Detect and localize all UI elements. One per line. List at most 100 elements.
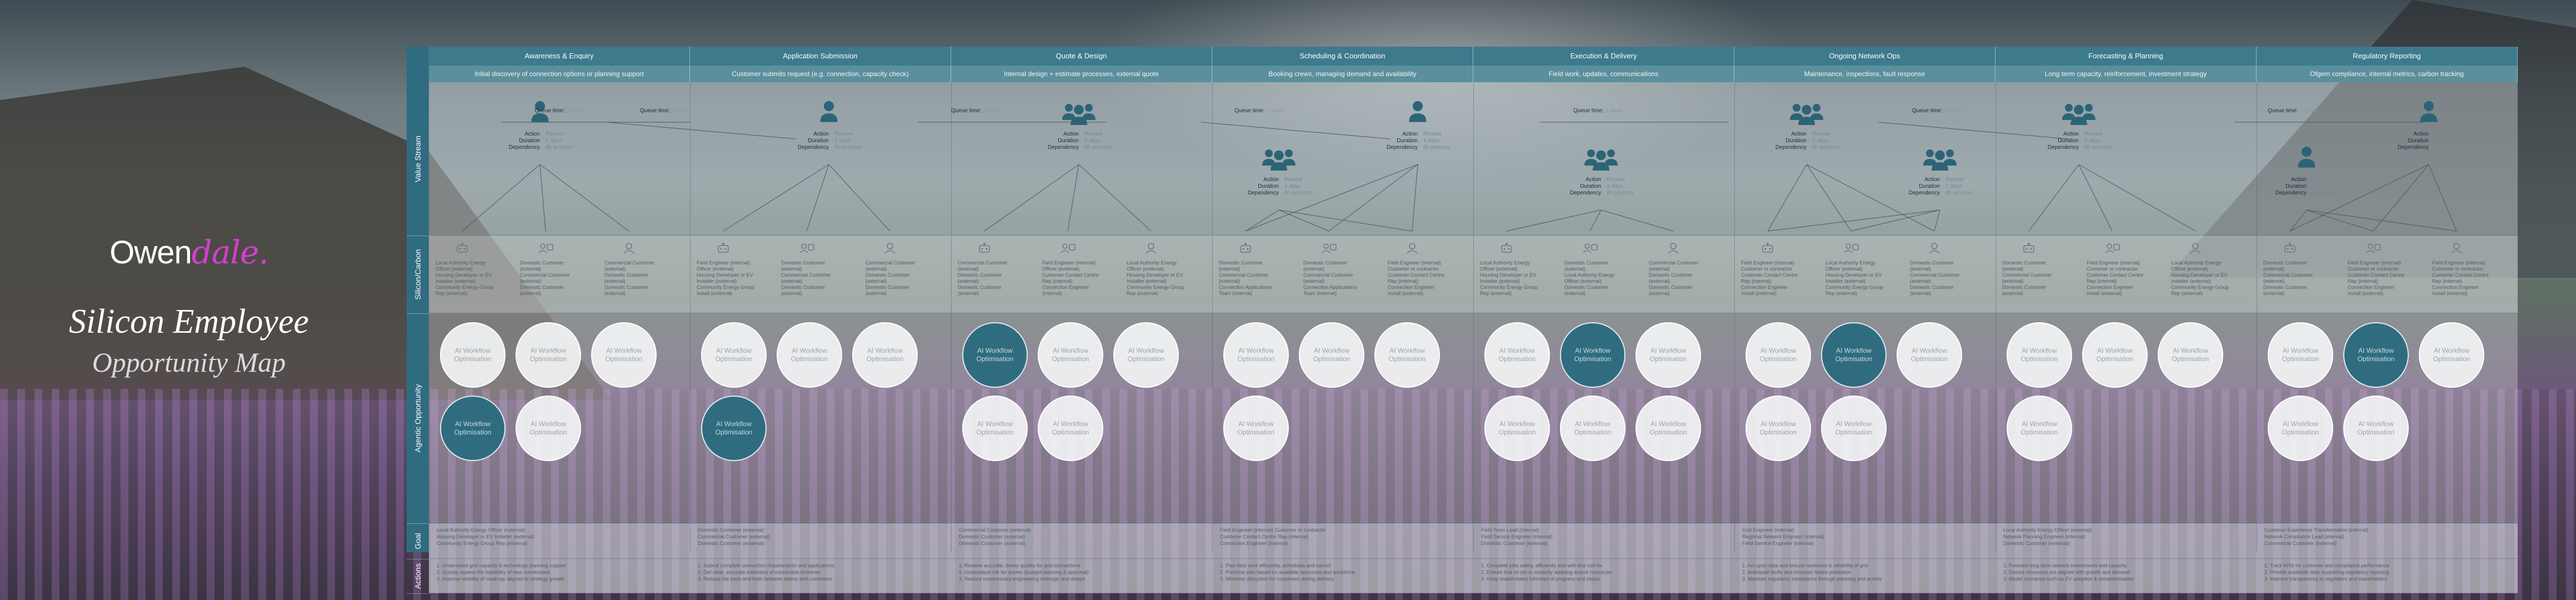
phase-divider <box>690 82 691 552</box>
role-line: Rep (internal) <box>2348 278 2378 284</box>
queue-time: Queue time:1 days <box>640 108 689 114</box>
process-step[interactable]: Action Duration Dependency Review 1 days… <box>1557 143 1651 204</box>
row-label-value-stream: Value Stream <box>407 82 429 236</box>
process-step[interactable]: Action Duration Dependency Review 1 days… <box>1373 98 1468 159</box>
role-line: Commercial Customer <box>781 272 831 278</box>
goal-line: Network Planning Engineer (internal) <box>2003 534 2085 539</box>
phase-header: Awareness & Enquiry <box>429 47 690 66</box>
process-step[interactable]: Action Duration Dependency Review 1 days… <box>2384 98 2479 159</box>
circle-line2: Optimisation <box>2433 355 2470 363</box>
role-line: Connection Engineer <box>1388 284 1435 290</box>
action-label: Action <box>1791 131 1807 137</box>
process-step[interactable]: Action Duration Dependency Review 1 days… <box>1034 98 1129 159</box>
robot-icon <box>1759 241 1776 254</box>
role-line: Connection Engineer <box>1741 284 1788 290</box>
dependency-value: 8h process <box>1945 190 1973 196</box>
role-line: Install (external) <box>1741 291 1777 296</box>
dependency-value: 8h process <box>1812 144 1839 151</box>
queue-value: 1 days <box>983 108 1000 114</box>
circle-line2: Optimisation <box>1052 355 1089 363</box>
phase-divider <box>1212 82 1213 552</box>
role-line: Officer (external) <box>2171 266 2208 272</box>
action-line: 3. Improve transparency to regulators an… <box>2264 576 2387 582</box>
role-line: (external) <box>1910 266 1932 272</box>
role-line: Install (external) <box>2087 291 2123 296</box>
role-line: Domestic Customer <box>1649 284 1693 290</box>
role-line: Domestic Customer <box>520 284 564 290</box>
process-step[interactable]: Action Duration Dependency Review 1 days… <box>1895 143 1990 204</box>
circle-line1: AI Workflow <box>1238 347 1274 354</box>
role-line: Officer (external) <box>436 266 473 272</box>
process-values: Review 1 days 8h process <box>1607 177 1645 197</box>
role-line: (external) <box>2263 266 2285 272</box>
role-line: Connection Applications <box>1219 284 1273 290</box>
role-line: (external) <box>781 278 803 284</box>
dependency-label: Dependency <box>1569 190 1601 196</box>
process-step[interactable]: Action Duration Dependency Review 1 days… <box>496 98 590 159</box>
circle-line2: Optimisation <box>1649 355 1687 363</box>
phase-header: Forecasting & Planning <box>1995 47 2257 66</box>
goal-line: Commercial Customer (external) <box>2264 541 2337 546</box>
role-line: Rep (internal) <box>2087 278 2117 284</box>
process-step[interactable]: Action Duration Dependency Review 1 days… <box>1762 98 1857 159</box>
role-line: (external) <box>866 291 887 296</box>
goal-text: Customer Experience Transformation (inte… <box>2264 527 2498 547</box>
dependency-value: 8h process <box>2434 144 2462 151</box>
actions-text: 1. Plan field work efficiently, schedule… <box>1220 562 1453 582</box>
dependency-label: Dependency <box>1386 144 1418 151</box>
role-line: Housing Developer or EV <box>1825 272 1882 278</box>
map-title-line2: Opportunity Map <box>92 347 286 378</box>
process-step[interactable]: Action Duration Dependency Review 1 days… <box>1234 143 1329 204</box>
role-line: Field Engineer (internal) <box>2348 260 2402 266</box>
duration-value: 1 days <box>2312 183 2329 189</box>
circle-line2: Optimisation <box>1237 428 1275 436</box>
circle-line2: Optimisation <box>866 355 904 363</box>
action-value: Review <box>1945 177 1964 183</box>
action-line: 2. Anticipate faults and increase failur… <box>1742 569 1851 575</box>
process-step[interactable]: Action Duration Dependency Review 1 days… <box>784 98 879 159</box>
role-line: Customer Contact Centre <box>1741 272 1798 278</box>
person-robot-icon <box>798 241 815 254</box>
process-step[interactable]: Action Duration Dependency Review 1 days… <box>2034 98 2129 159</box>
process-step[interactable]: Action Duration Dependency Review 1 days… <box>2262 143 2357 204</box>
role-list: Commercial Customer(external)Domestic Cu… <box>1649 260 1721 297</box>
